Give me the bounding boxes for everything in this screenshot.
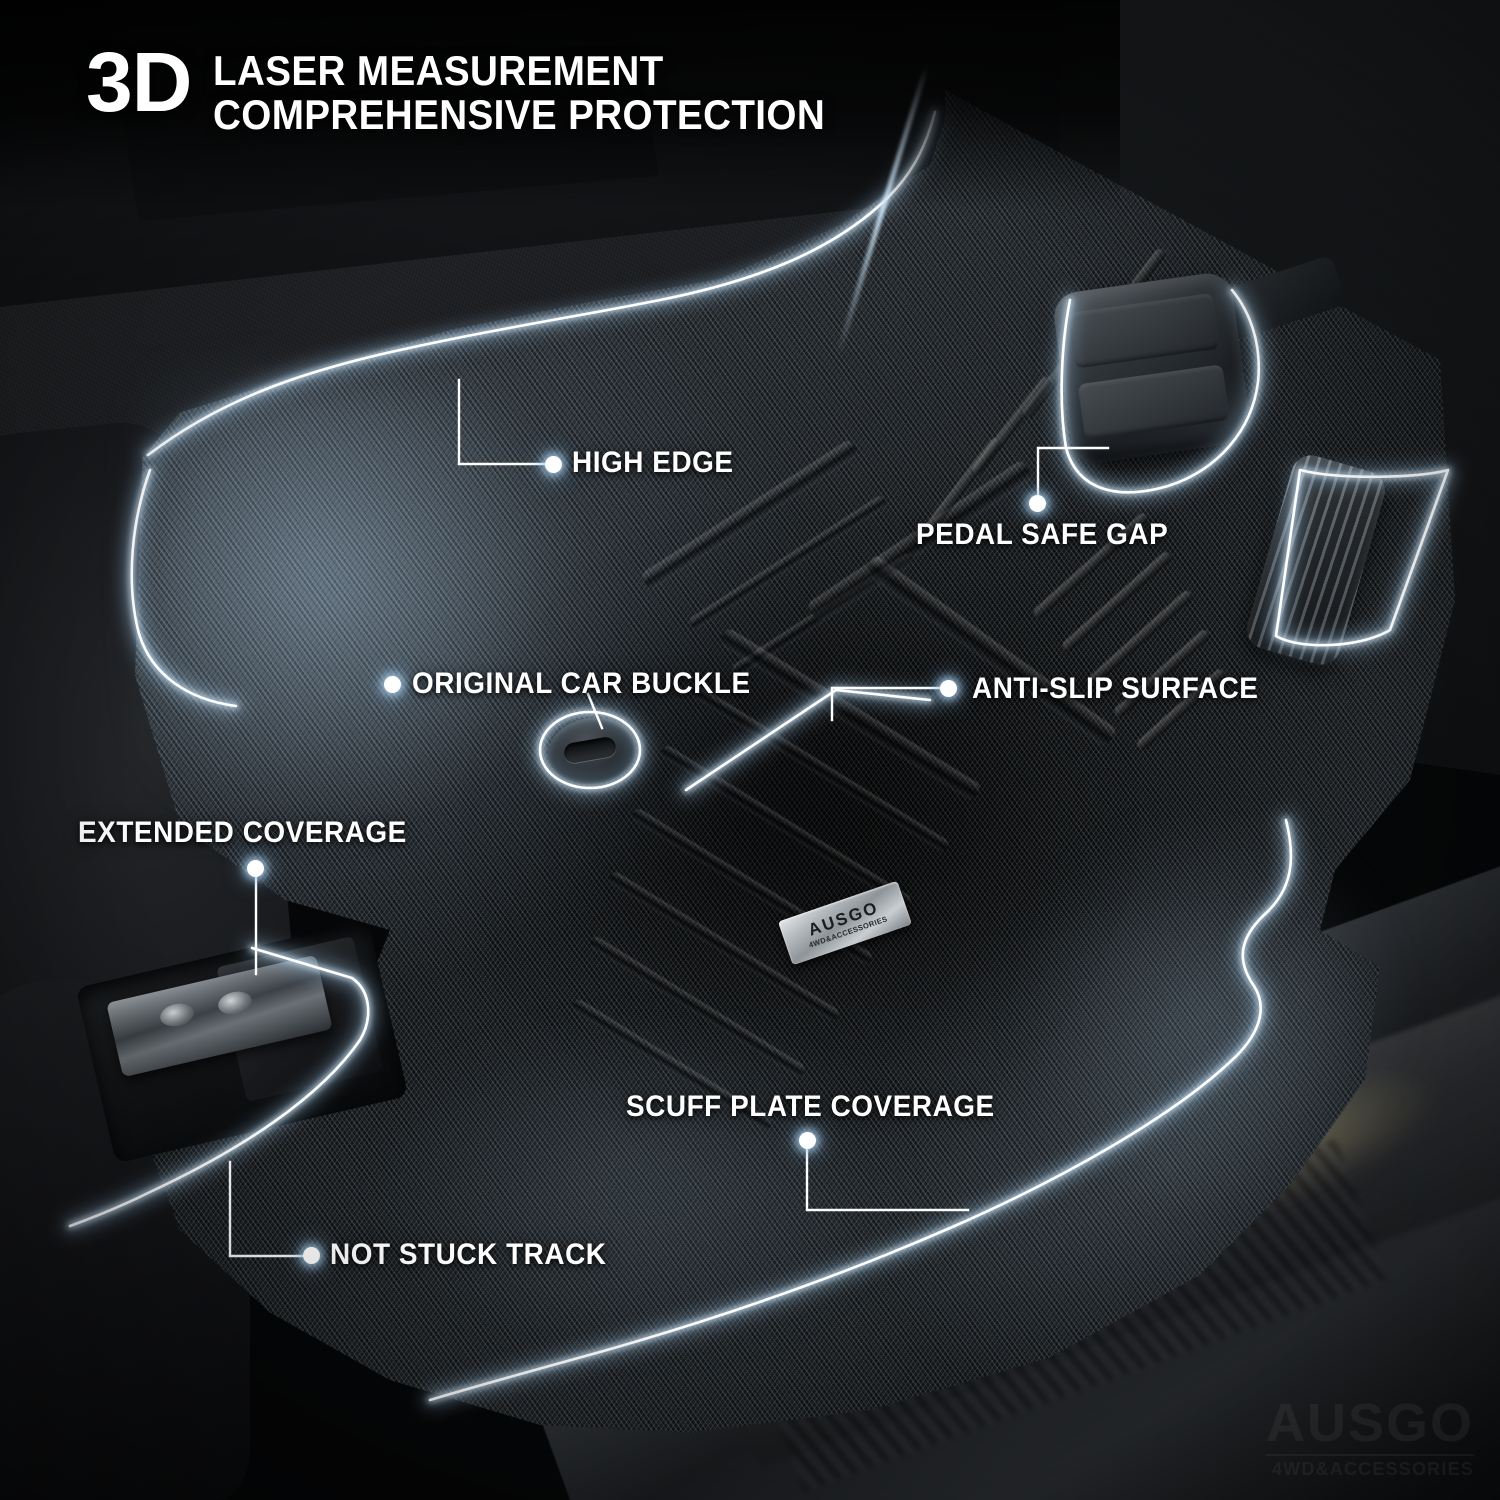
headline-3d-badge: 3D [86, 35, 192, 129]
callout-label-scuff-plate-coverage: SCUFF PLATE COVERAGE [626, 1090, 995, 1123]
leader-line-anti-slip-surface [826, 676, 952, 724]
callout-label-anti-slip-surface: ANTI-SLIP SURFACE [972, 672, 1259, 705]
callout-dot-scuff-plate-coverage [799, 1132, 816, 1149]
callout-label-extended-coverage: EXTENDED COVERAGE [78, 816, 407, 849]
leader-line-scuff-plate-coverage [796, 1140, 976, 1220]
callout-label-original-car-buckle: ORIGINAL CAR BUCKLE [412, 667, 751, 700]
callout-dot-pedal-safe-gap [1029, 495, 1046, 512]
headline-block: 3D LASER MEASUREMENT COMPREHENSIVE PROTE… [86, 35, 879, 138]
headline-line-2: COMPREHENSIVE PROTECTION [213, 90, 826, 138]
callout-label-not-stuck-track: NOT STUCK TRACK [330, 1238, 607, 1271]
callout-dot-high-edge [545, 456, 562, 473]
headline-line-1: LASER MEASUREMENT [213, 47, 665, 94]
callout-label-high-edge: HIGH EDGE [572, 446, 734, 479]
leader-line-extended-coverage [244, 868, 268, 978]
callout-label-pedal-safe-gap: PEDAL SAFE GAP [916, 518, 1169, 551]
callout-dot-not-stuck-track [303, 1247, 320, 1264]
callout-dot-anti-slip-surface [940, 680, 957, 697]
callout-dot-original-car-buckle [384, 676, 401, 693]
callout-dot-extended-coverage [247, 860, 264, 877]
